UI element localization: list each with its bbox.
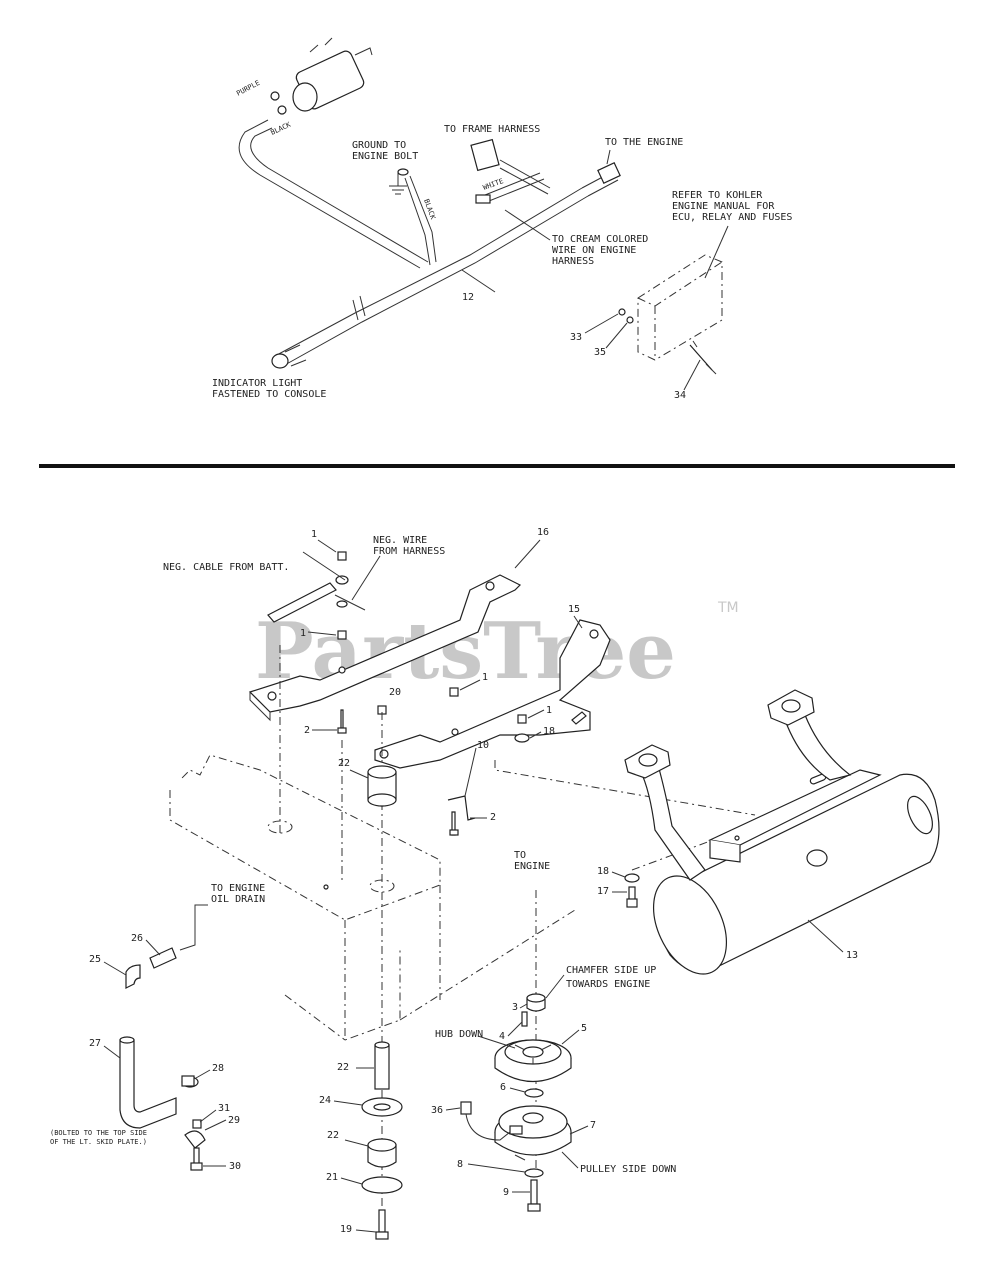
key-4 [521, 1011, 528, 1027]
muffler-13 [624, 689, 940, 975]
callout-1-right: 1 [482, 672, 488, 683]
indicator-label-line1: INDICATOR LIGHT [212, 378, 302, 389]
callout-24: 24 [319, 1095, 331, 1106]
to-engine-clutch-line2: ENGINE [514, 861, 550, 872]
callout-27: 27 [89, 1038, 101, 1049]
chamfer-label-line1: CHAMFER SIDE UP [566, 965, 656, 976]
callout-30: 30 [229, 1161, 241, 1172]
callout-35: 35 [594, 347, 606, 358]
kohler-note-line3: ECU, RELAY AND FUSES [672, 212, 792, 223]
indicator-label-line2: FASTENED TO CONSOLE [212, 389, 326, 400]
callout-18-top: 18 [543, 726, 555, 737]
washer-18 [624, 873, 640, 883]
callout-1-top: 1 [311, 529, 317, 540]
kohler-note-line2: ENGINE MANUAL FOR [672, 201, 775, 212]
fasteners-top [267, 551, 530, 836]
isolator-22-bottom [367, 1138, 397, 1168]
callout-22-bottom: 22 [327, 1130, 339, 1141]
callout-26: 26 [131, 933, 143, 944]
callout-5: 5 [581, 1023, 587, 1034]
cream-wire-label-line2: WIRE ON ENGINE [552, 245, 636, 256]
neg-wire-label-line1: NEG. WIRE [373, 535, 427, 546]
callout-22-mid: 22 [337, 1062, 349, 1073]
oil-drain-label-line1: TO ENGINE [211, 883, 265, 894]
callout-2-left: 2 [304, 725, 310, 736]
callout-36: 36 [431, 1105, 443, 1116]
callout-28: 28 [212, 1063, 224, 1074]
bearing-3 [526, 993, 546, 1012]
ecu-box: REFER TO KOHLER ENGINE MANUAL FOR ECU, R… [570, 190, 792, 401]
bolt-19 [375, 1209, 389, 1240]
washer-8 [524, 1168, 544, 1178]
pulley-side-down-label: PULLEY SIDE DOWN [580, 1164, 676, 1175]
callout-16: 16 [537, 527, 549, 538]
bracket-16: 16 [248, 527, 549, 722]
callout-10: 10 [477, 740, 489, 751]
wire-label-white: WHITE [482, 177, 505, 192]
washer-6 [524, 1088, 544, 1098]
neg-wire-label-line2: FROM HARNESS [373, 546, 445, 557]
callout-1-mid: 1 [300, 628, 306, 639]
bolt-17 [626, 886, 638, 908]
callout-8: 8 [457, 1159, 463, 1170]
ground-label-line1: GROUND TO [352, 140, 406, 151]
oil-drain-label-line2: OIL DRAIN [211, 894, 265, 905]
frame-outline [169, 754, 576, 1041]
key-switch [270, 37, 373, 115]
callout-6: 6 [500, 1082, 506, 1093]
callout-4: 4 [499, 1031, 505, 1042]
wire-label-purple: PURPLE [235, 79, 261, 98]
callout-22-top: 22 [338, 758, 350, 769]
pulley-5 [494, 1039, 572, 1083]
callout-7: 7 [590, 1120, 596, 1131]
callout-17: 17 [597, 886, 609, 897]
callout-13: 13 [846, 950, 858, 961]
watermark-trademark: TM [717, 600, 739, 616]
hub-down-label: HUB DOWN [435, 1029, 483, 1040]
callout-3: 3 [512, 1002, 518, 1013]
neg-cable-label: NEG. CABLE FROM BATT. [163, 562, 289, 573]
callout-12: 12 [462, 292, 474, 303]
clutch-7 [494, 1105, 572, 1161]
kohler-note-line1: REFER TO KOHLER [672, 190, 763, 201]
washer-24 [361, 1097, 403, 1117]
isolator-22-top [367, 765, 397, 807]
bracket-15: 15 [374, 604, 611, 769]
cream-wire-label-line3: HARNESS [552, 256, 594, 267]
bolted-note-line1: (BOLTED TO THE TOP SIDE [50, 1129, 147, 1137]
ground-icon [389, 168, 409, 195]
wiring-harness-drawing: PURPLE BLACK BLACK GROUND TO ENGINE BOLT… [212, 37, 683, 400]
callout-1-far: 1 [546, 705, 552, 716]
callout-21: 21 [326, 1172, 338, 1183]
clutch-connector-36 [460, 1101, 511, 1141]
to-engine-label: TO THE ENGINE [605, 137, 683, 148]
wire-label-black-ground: BLACK [422, 198, 437, 221]
washer-21 [361, 1176, 403, 1194]
callout-31: 31 [218, 1103, 230, 1114]
wire-label-black: BLACK [269, 120, 292, 136]
callout-18-bottom: 18 [597, 866, 609, 877]
section-divider [39, 464, 955, 468]
spacer-22 [374, 1041, 390, 1090]
callout-20: 20 [389, 687, 401, 698]
callout-15: 15 [568, 604, 580, 615]
callout-25: 25 [89, 954, 101, 965]
callout-34: 34 [674, 390, 686, 401]
oil-drain-assembly [119, 904, 208, 1171]
bolt-9 [527, 1179, 541, 1212]
callout-2-right: 2 [490, 812, 496, 823]
callout-33: 33 [570, 332, 582, 343]
bolted-note-line2: OF THE LT. SKID PLATE.) [50, 1138, 147, 1146]
ground-label-line2: ENGINE BOLT [352, 151, 418, 162]
frame-harness-label: TO FRAME HARNESS [444, 124, 540, 135]
callout-9: 9 [503, 1187, 509, 1198]
cream-wire-label-line1: TO CREAM COLORED [552, 234, 648, 245]
callout-19: 19 [340, 1224, 352, 1235]
to-engine-clutch-line1: TO [514, 850, 526, 861]
chamfer-label-line2: TOWARDS ENGINE [566, 979, 650, 990]
callout-29: 29 [228, 1115, 240, 1126]
